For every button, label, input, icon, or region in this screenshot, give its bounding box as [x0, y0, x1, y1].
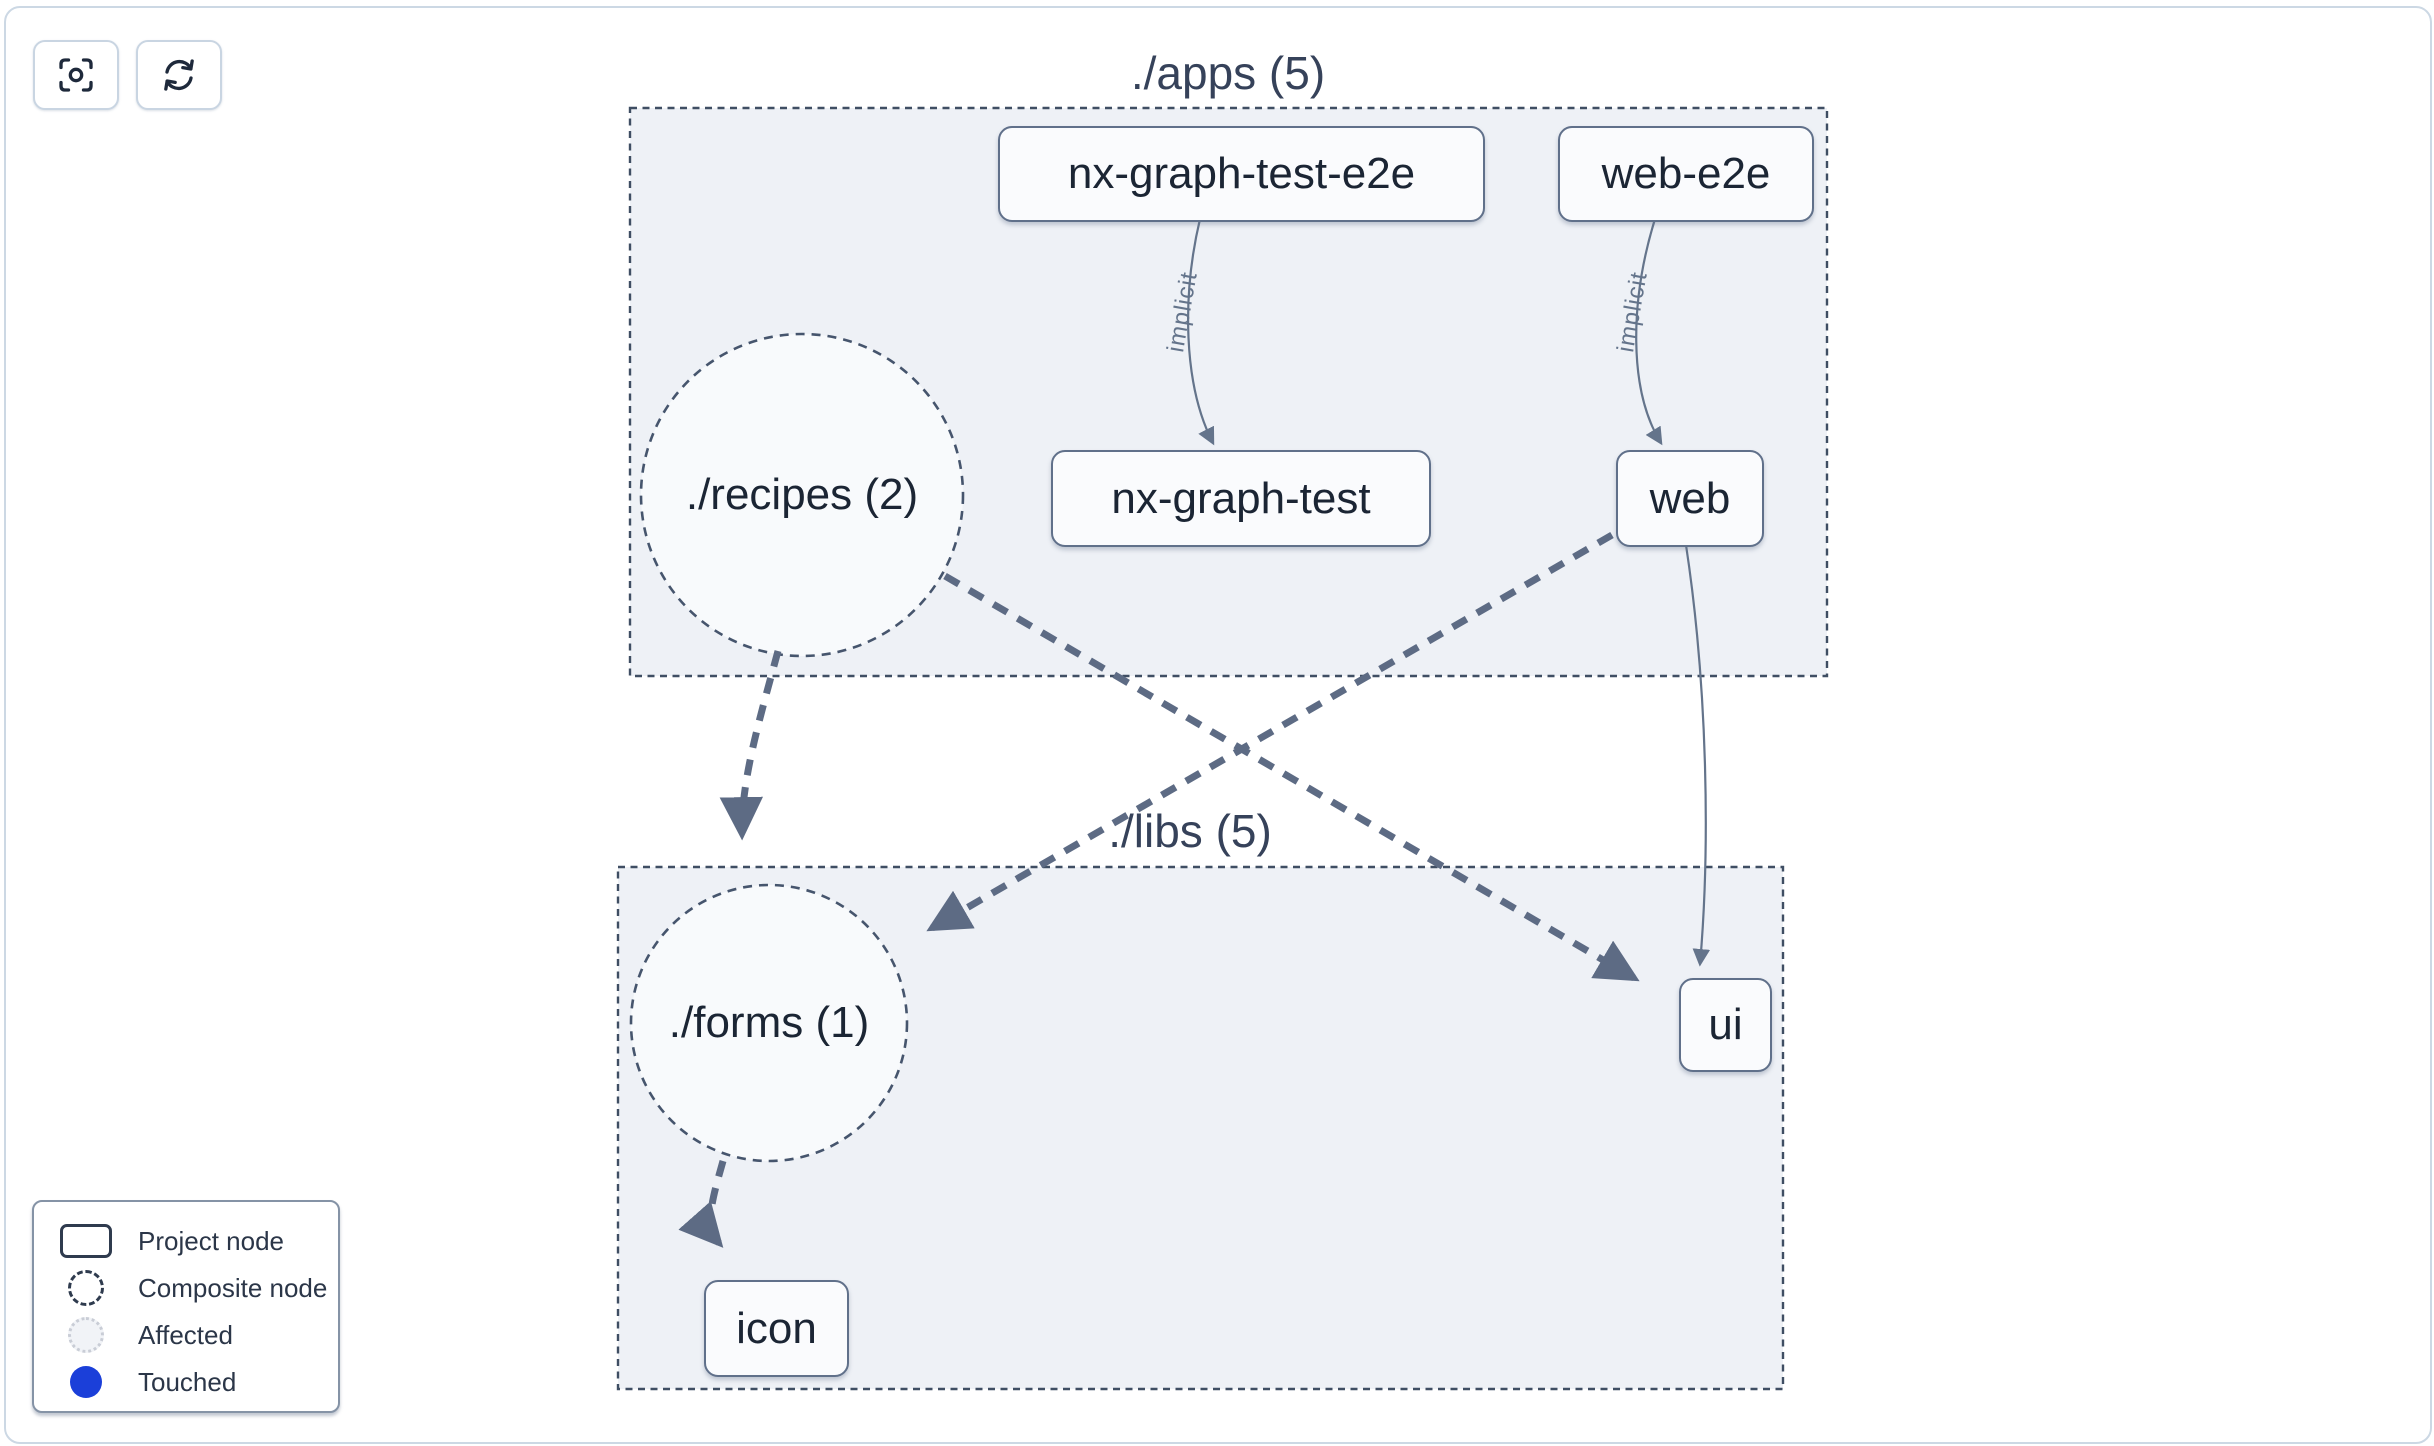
touched-symbol: [34, 1366, 138, 1398]
group-libs-label: ./libs (5): [1108, 805, 1272, 857]
legend: Project node Composite node Affected Tou…: [32, 1200, 340, 1413]
legend-item-touched: Touched: [34, 1365, 338, 1399]
edge-forms-to-icon: [678, 1160, 727, 1248]
project-node-web-e2e[interactable]: web-e2e: [1558, 126, 1814, 222]
project-node-symbol: [34, 1224, 138, 1258]
project-node-nx-graph-test[interactable]: nx-graph-test: [1051, 450, 1431, 547]
legend-label: Affected: [138, 1319, 233, 1350]
edge-web-to-forms: [926, 531, 1614, 932]
edge-web-to-ui: [1684, 544, 1711, 967]
composite-node-symbol: [34, 1270, 138, 1306]
group-apps-label: ./apps (5): [1130, 47, 1326, 99]
legend-label: Touched: [138, 1366, 237, 1397]
legend-label: Composite node: [138, 1272, 328, 1303]
composite-node-recipes-circle[interactable]: [639, 332, 965, 658]
project-node-ui[interactable]: ui: [1679, 978, 1772, 1072]
legend-item-project-node: Project node: [34, 1224, 338, 1258]
center-graph-button[interactable]: [33, 40, 119, 110]
legend-item-composite-node: Composite node: [34, 1270, 338, 1306]
legend-label: Project node: [138, 1225, 284, 1256]
refresh-icon: [164, 59, 194, 91]
legend-item-affected: Affected: [34, 1317, 338, 1353]
affected-symbol: [34, 1317, 138, 1353]
project-node-web[interactable]: web: [1616, 450, 1764, 547]
project-node-icon[interactable]: icon: [704, 1280, 849, 1377]
project-node-nx-graph-test-e2e[interactable]: nx-graph-test-e2e: [998, 126, 1485, 222]
composite-node-forms[interactable]: ./forms (1): [668, 998, 870, 1047]
edge-web-e2e-to-web: [1635, 218, 1663, 446]
edge-nx-graph-test-e2e-to-nx-graph-test: [1187, 218, 1215, 446]
refresh-graph-button[interactable]: [136, 40, 222, 110]
composite-node-forms-circle[interactable]: [629, 883, 909, 1163]
edge-recipes-to-forms: [719, 650, 782, 841]
focus-crosshair-icon: [59, 58, 93, 92]
edge-recipes-to-ui: [943, 572, 1640, 982]
composite-node-recipes[interactable]: ./recipes (2): [685, 470, 919, 519]
